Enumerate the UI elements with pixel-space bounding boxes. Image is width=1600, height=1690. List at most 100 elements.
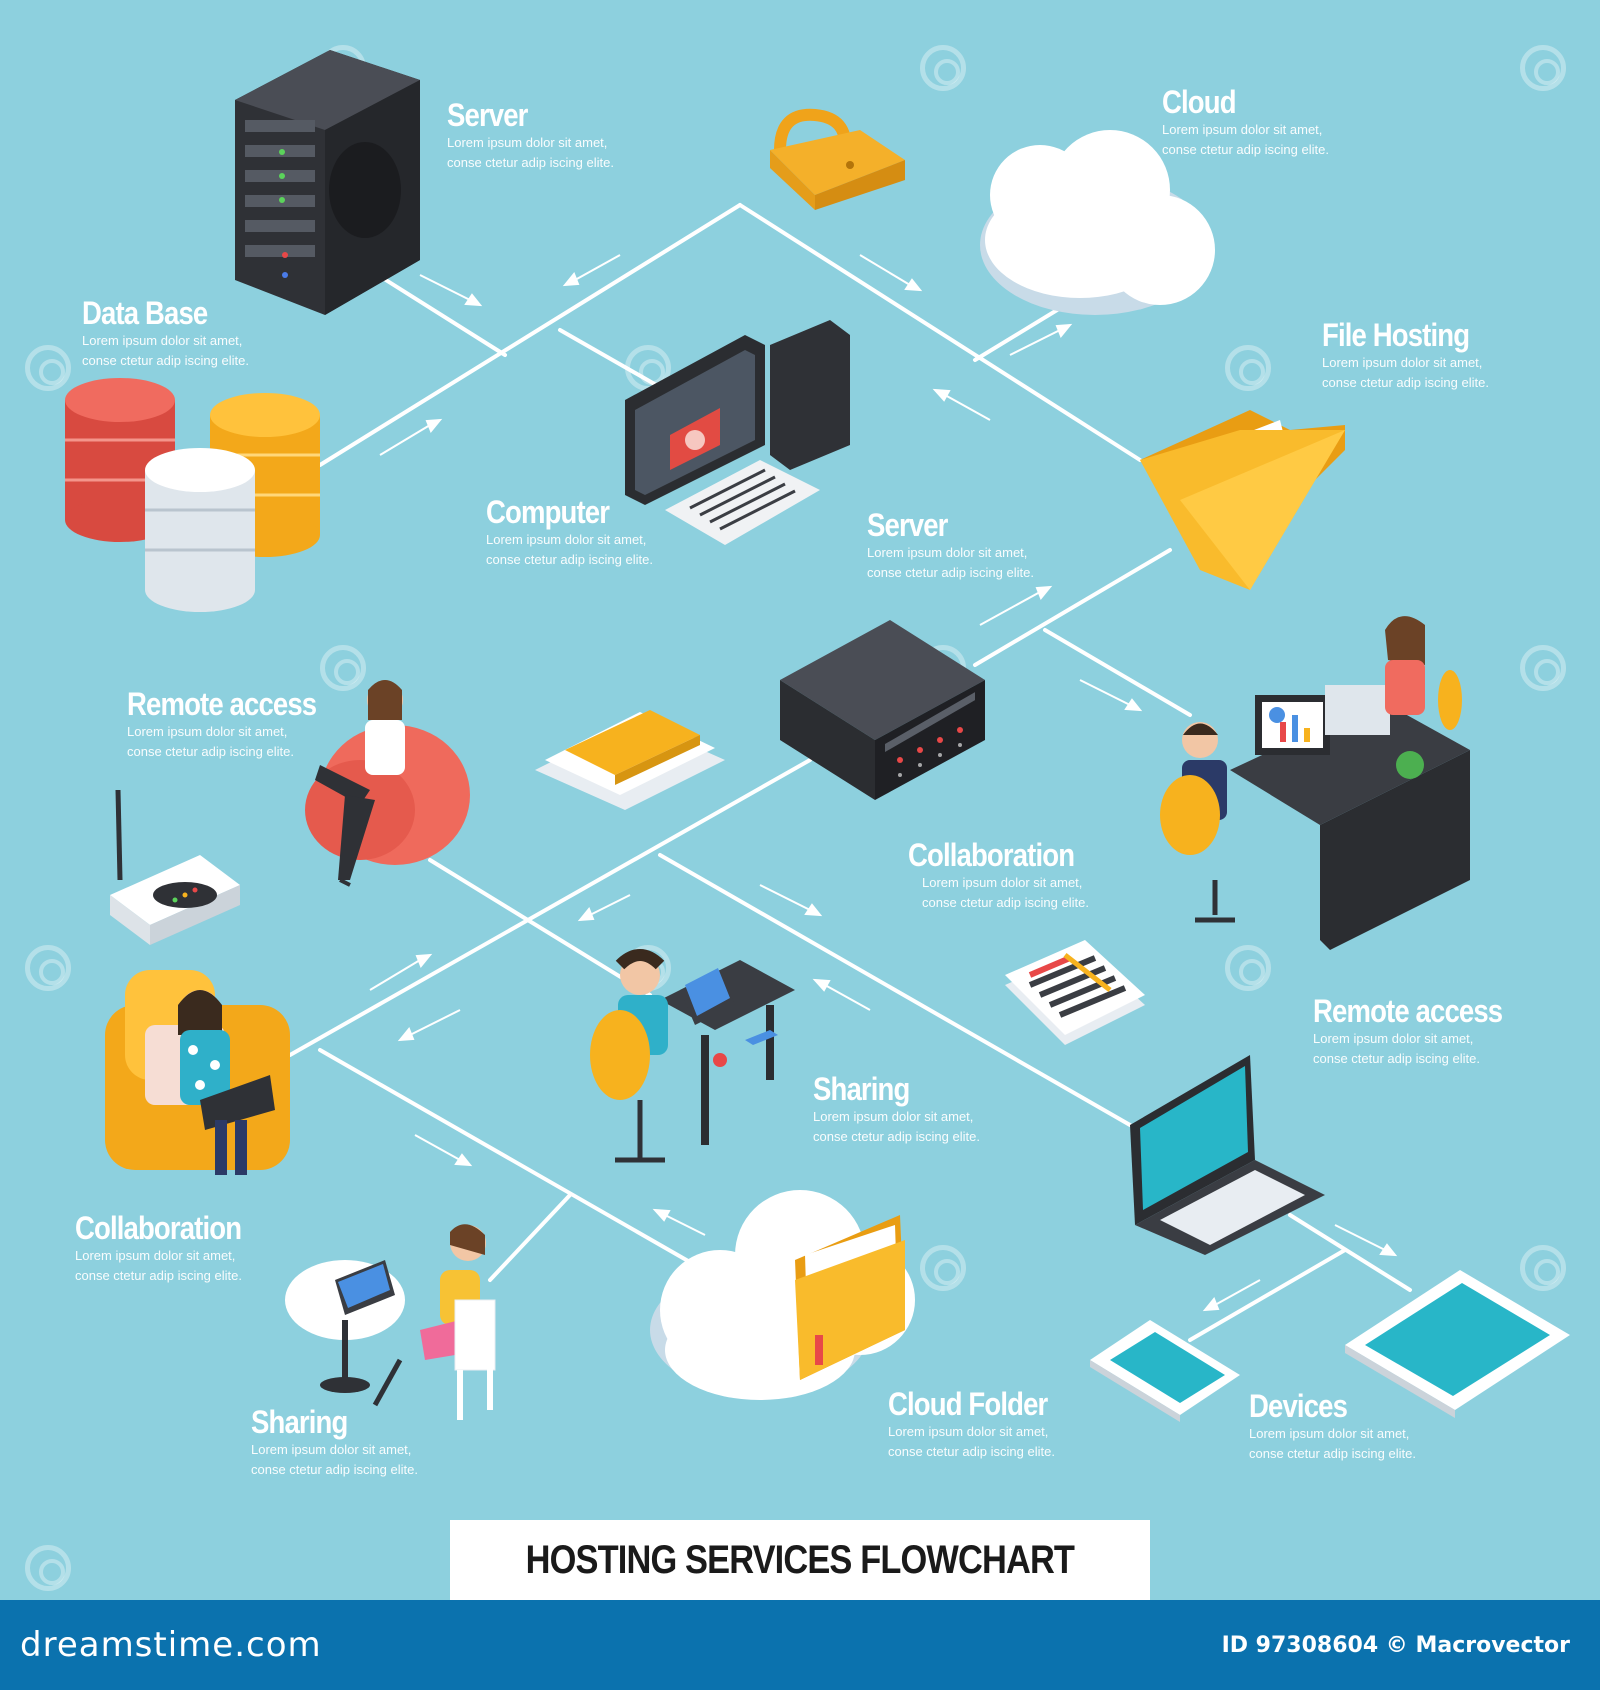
arrow-head — [577, 907, 595, 922]
arrow-head — [1124, 698, 1143, 712]
node-remote-access-right: Remote access Lorem ipsum dolor sit amet… — [1313, 993, 1533, 1069]
watermark-icon — [320, 645, 366, 691]
node-sharing-bottom: Sharing Lorem ipsum dolor sit amet, cons… — [251, 1404, 441, 1480]
arrow-head — [562, 272, 580, 287]
watermark-icon — [1520, 645, 1566, 691]
node-server-mid: Server Lorem ipsum dolor sit amet, conse… — [867, 507, 1057, 583]
node-description: Lorem ipsum dolor sit amet, conse ctetur… — [447, 135, 614, 170]
node-devices: Devices Lorem ipsum dolor sit amet, cons… — [1249, 1388, 1439, 1464]
arrow-head — [652, 1208, 671, 1222]
node-description: Lorem ipsum dolor sit amet, conse ctetur… — [888, 1424, 1055, 1459]
watermark-icon — [25, 945, 71, 991]
person-armchair-icon — [105, 970, 290, 1175]
node-description: Lorem ipsum dolor sit amet, conse ctetur… — [251, 1442, 418, 1477]
connector-line — [1288, 1213, 1412, 1292]
node-title: Data Base — [82, 295, 208, 331]
node-cloud-folder: Cloud Folder Lorem ipsum dolor sit amet,… — [888, 1386, 1078, 1462]
node-title: Collaboration — [75, 1210, 242, 1246]
node-title: Devices — [1249, 1388, 1348, 1424]
watermark-icon — [1225, 345, 1271, 391]
node-title: Cloud — [1162, 84, 1237, 120]
desktop-computer-icon — [625, 320, 850, 545]
arrow-head — [1379, 1243, 1398, 1257]
diagram-artwork — [65, 50, 1570, 1422]
watermark-icon — [25, 1545, 71, 1591]
node-description: Lorem ipsum dolor sit amet, conse ctetur… — [922, 875, 1089, 910]
node-collaboration-right: Collaboration Lorem ipsum dolor sit amet… — [908, 837, 1112, 913]
node-remote-access-left: Remote access Lorem ipsum dolor sit amet… — [127, 686, 347, 762]
watermark-icon — [1225, 945, 1271, 991]
padlock-icon — [770, 108, 905, 210]
connector-line — [318, 1048, 732, 1287]
office-desk-team-icon — [1160, 616, 1470, 950]
node-collaboration-left: Collaboration Lorem ipsum dolor sit amet… — [75, 1210, 268, 1286]
stock-footer: dreamstime.com ID 97308604 © Macrovector — [0, 1600, 1600, 1690]
arrow-head — [1055, 323, 1073, 338]
arrow-head — [454, 1153, 473, 1167]
node-title: Computer — [486, 494, 610, 530]
connector-line — [658, 853, 1132, 1127]
node-description: Lorem ipsum dolor sit amet, conse ctetur… — [1322, 355, 1489, 390]
node-title: Remote access — [1313, 993, 1503, 1029]
server-box-icon — [780, 620, 985, 800]
node-description: Lorem ipsum dolor sit amet, conse ctetur… — [813, 1109, 980, 1144]
report-papers-icon — [1005, 940, 1145, 1045]
arrow-head — [812, 978, 831, 992]
connector-line — [288, 758, 812, 1057]
connector-line — [488, 1193, 572, 1282]
node-title: Sharing — [251, 1404, 348, 1440]
arrow-head — [425, 418, 443, 433]
node-description: Lorem ipsum dolor sit amet, conse ctetur… — [1313, 1031, 1480, 1066]
arrow-head — [932, 388, 951, 402]
folder-icon — [1140, 410, 1345, 590]
diagram-title-box: HOSTING SERVICES FLOWCHART — [450, 1520, 1150, 1600]
arrow-head — [415, 953, 433, 968]
connector-line — [368, 268, 507, 357]
node-title: Collaboration — [908, 837, 1075, 873]
connector-line — [428, 858, 652, 997]
footer-brand[interactable]: dreamstime.com — [20, 1625, 322, 1665]
arrow-head — [1035, 585, 1053, 600]
node-cloud: Cloud Lorem ipsum dolor sit amet, conse … — [1162, 84, 1352, 160]
documents-icon — [535, 710, 725, 810]
laptop-icon — [1130, 1055, 1325, 1255]
arrow-head — [804, 903, 823, 917]
arrow-head — [464, 293, 483, 307]
smartphone-icon — [1090, 1320, 1240, 1422]
arrow-head — [904, 278, 923, 292]
connector-line — [973, 548, 1172, 667]
server-tower-icon — [235, 50, 420, 315]
cloud-folder-icon — [650, 1190, 915, 1400]
node-description: Lorem ipsum dolor sit amet, conse ctetur… — [75, 1248, 242, 1283]
watermark-icon — [1520, 1245, 1566, 1291]
watermark-icon — [25, 345, 71, 391]
connector-line — [1043, 628, 1192, 717]
node-title: Server — [867, 507, 948, 543]
direction-arrows — [369, 254, 1398, 1312]
watermark-icon — [920, 1245, 966, 1291]
node-title: Remote access — [127, 686, 317, 722]
node-description: Lorem ipsum dolor sit amet, conse ctetur… — [1249, 1426, 1416, 1461]
node-description: Lorem ipsum dolor sit amet, conse ctetur… — [867, 545, 1034, 580]
watermark-icon — [1520, 45, 1566, 91]
arrow-head — [1202, 1297, 1220, 1312]
connector-line — [738, 203, 1142, 462]
tablet-icon — [1345, 1270, 1570, 1418]
cafe-table-person-icon — [285, 1224, 496, 1420]
node-server-top: Server Lorem ipsum dolor sit amet, conse… — [447, 97, 637, 173]
cloud-icon — [980, 130, 1215, 315]
person-beanbag-icon — [305, 680, 470, 887]
node-description: Lorem ipsum dolor sit amet, conse ctetur… — [1162, 122, 1329, 157]
node-file-hosting: File Hosting Lorem ipsum dolor sit amet,… — [1322, 317, 1512, 393]
person-desk-headset-icon — [590, 949, 795, 1163]
wifi-router-icon — [110, 789, 240, 945]
watermark-icon — [920, 45, 966, 91]
node-title: Cloud Folder — [888, 1386, 1048, 1422]
diagram-title: HOSTING SERVICES FLOWCHART — [525, 1537, 1075, 1582]
footer-image-id: ID 97308604 © Macrovector — [1221, 1632, 1570, 1658]
arrow-head — [397, 1027, 415, 1042]
node-description: Lorem ipsum dolor sit amet, conse ctetur… — [82, 333, 249, 368]
node-database: Data Base Lorem ipsum dolor sit amet, co… — [82, 295, 272, 371]
node-title: Sharing — [813, 1071, 910, 1107]
connector-line — [318, 203, 742, 467]
